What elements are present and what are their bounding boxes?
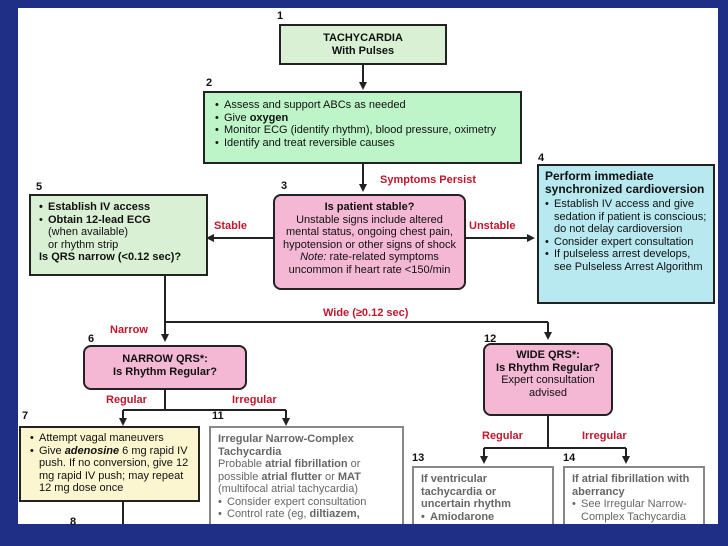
box-irregular-narrow-complex: Irregular Narrow-Complex Tachycardia Pro…	[209, 426, 404, 524]
label-regular-narrow: Regular	[106, 394, 147, 406]
step-number-7: 7	[22, 410, 29, 422]
box-is-patient-stable: Is patient stable? Unstable signs includ…	[273, 194, 466, 290]
step-number-12: 12	[484, 333, 497, 345]
box4-title-1: Perform immediate	[545, 169, 654, 183]
box12-line4: advised	[529, 386, 567, 399]
box-initial-assessment: Assess and support ABCs as needed Give o…	[203, 91, 522, 164]
box6-title: NARROW QRS*:	[122, 353, 208, 365]
step-number-13: 13	[412, 452, 425, 464]
box14-line1: If atrial fibrillation with	[572, 473, 690, 485]
box14-item-see: See Irregular Narrow-Complex Tachycardia	[572, 498, 700, 523]
box3-line2: mental status, ongoing chest pain,	[286, 226, 453, 238]
box6-question: Is Rhythm Regular?	[113, 365, 217, 378]
box12-question: Is Rhythm Regular?	[496, 361, 600, 374]
step-number-8: 8	[70, 516, 77, 528]
box7-item-vagal: Attempt vagal maneuvers	[30, 432, 195, 445]
box-vagal-maneuvers: Attempt vagal maneuvers Give adenosine 6…	[19, 426, 200, 502]
box11-title-1: Irregular Narrow-Complex	[218, 433, 354, 445]
box1-title: TACHYCARDIA	[323, 32, 403, 44]
label-irregular-narrow: Irregular	[232, 394, 277, 406]
label-irregular-wide: Irregular	[582, 430, 627, 442]
label-stable: Stable	[214, 220, 248, 232]
box1-subtitle: With Pulses	[331, 44, 395, 57]
box-wide-qrs: WIDE QRS*: Is Rhythm Regular? Expert con…	[483, 343, 613, 416]
box-narrow-qrs: NARROW QRS*: Is Rhythm Regular?	[83, 345, 247, 390]
step-number-6: 6	[88, 333, 95, 345]
box4-item-pulseless: If pulseless arrest develops, see Pulsel…	[545, 248, 709, 273]
label-narrow: Narrow	[110, 324, 148, 336]
box11-item-rate: Control rate (eg, diltiazem,	[218, 508, 399, 521]
box5-item-iv: Establish IV access	[39, 201, 202, 214]
box11-line-flutter: possible atrial flutter or MAT	[218, 470, 361, 483]
step-number-2: 2	[206, 77, 213, 89]
box4-item-expert: Consider expert consultation	[545, 236, 709, 249]
box2-item-oxygen: Give oxygen	[215, 112, 514, 125]
box-tachycardia-with-pulses: TACHYCARDIA With Pulses	[279, 24, 447, 65]
box-synchronized-cardioversion: Perform immediate synchronized cardiover…	[537, 164, 715, 304]
box13-line3: uncertain rhythm	[421, 498, 511, 510]
box3-title: Is patient stable?	[324, 201, 415, 213]
box5-question: Is QRS narrow (<0.12 sec)?	[39, 251, 182, 263]
box2-item-reversible: Identify and treat reversible causes	[215, 137, 514, 150]
frame-right	[718, 0, 728, 546]
box11-line-mat: (multifocal atrial tachycardia)	[218, 483, 358, 495]
box11-item-expert: Consider expert consultation	[218, 496, 399, 509]
box-ventricular-tachycardia: If ventricular tachycardia or uncertain …	[412, 466, 554, 524]
box12-line3: Expert consultation	[501, 374, 595, 386]
box7-item-adenosine: Give adenosine 6 mg rapid IV push. If no…	[30, 445, 195, 495]
box2-item-monitor: Monitor ECG (identify rhythm), blood pre…	[215, 124, 514, 137]
label-wide: Wide (≥0.12 sec)	[323, 307, 409, 319]
box-af-with-aberrancy: If atrial fibrillation with aberrancy Se…	[563, 466, 705, 524]
box13-line2: tachycardia or	[421, 485, 497, 498]
box-establish-iv-access: Establish IV access Obtain 12-lead ECG (…	[29, 194, 208, 276]
step-number-11: 11	[212, 410, 224, 422]
box4-title-2: synchronized cardioversion	[545, 182, 705, 196]
label-unstable: Unstable	[469, 220, 516, 232]
box13-item-amiodarone: Amiodarone	[421, 511, 549, 524]
step-number-5: 5	[36, 181, 43, 193]
step-number-4: 4	[538, 152, 545, 164]
step-number-3: 3	[281, 180, 288, 192]
step-number-14: 14	[563, 452, 576, 464]
box3-line3: hypotension or other signs of shock	[282, 238, 457, 251]
box11-line-af: Probable atrial fibrillation or	[218, 458, 361, 470]
box3-line5: uncommon if heart rate <150/min	[288, 263, 451, 276]
box13-line1: If ventricular	[421, 473, 488, 485]
label-regular-wide: Regular	[482, 430, 523, 442]
frame-left	[0, 0, 18, 546]
box3-note: Note: rate-related symptoms	[300, 251, 439, 263]
label-symptoms-persist: Symptoms Persist	[380, 174, 476, 186]
box11-title-2: Tachycardia	[218, 445, 282, 458]
box2-item-abcs: Assess and support ABCs as needed	[215, 99, 514, 112]
box12-title: WIDE QRS*:	[516, 349, 580, 361]
box3-line1: Unstable signs include altered	[296, 213, 443, 226]
frame-bottom	[0, 524, 728, 546]
box14-line2: aberrancy	[572, 485, 625, 498]
frame-top	[0, 0, 728, 8]
step-number-1: 1	[277, 10, 284, 22]
box4-item-iv-access: Establish IV access and give sedation if…	[545, 198, 709, 236]
box5-item-ecg: Obtain 12-lead ECG (when available) or r…	[39, 214, 202, 252]
